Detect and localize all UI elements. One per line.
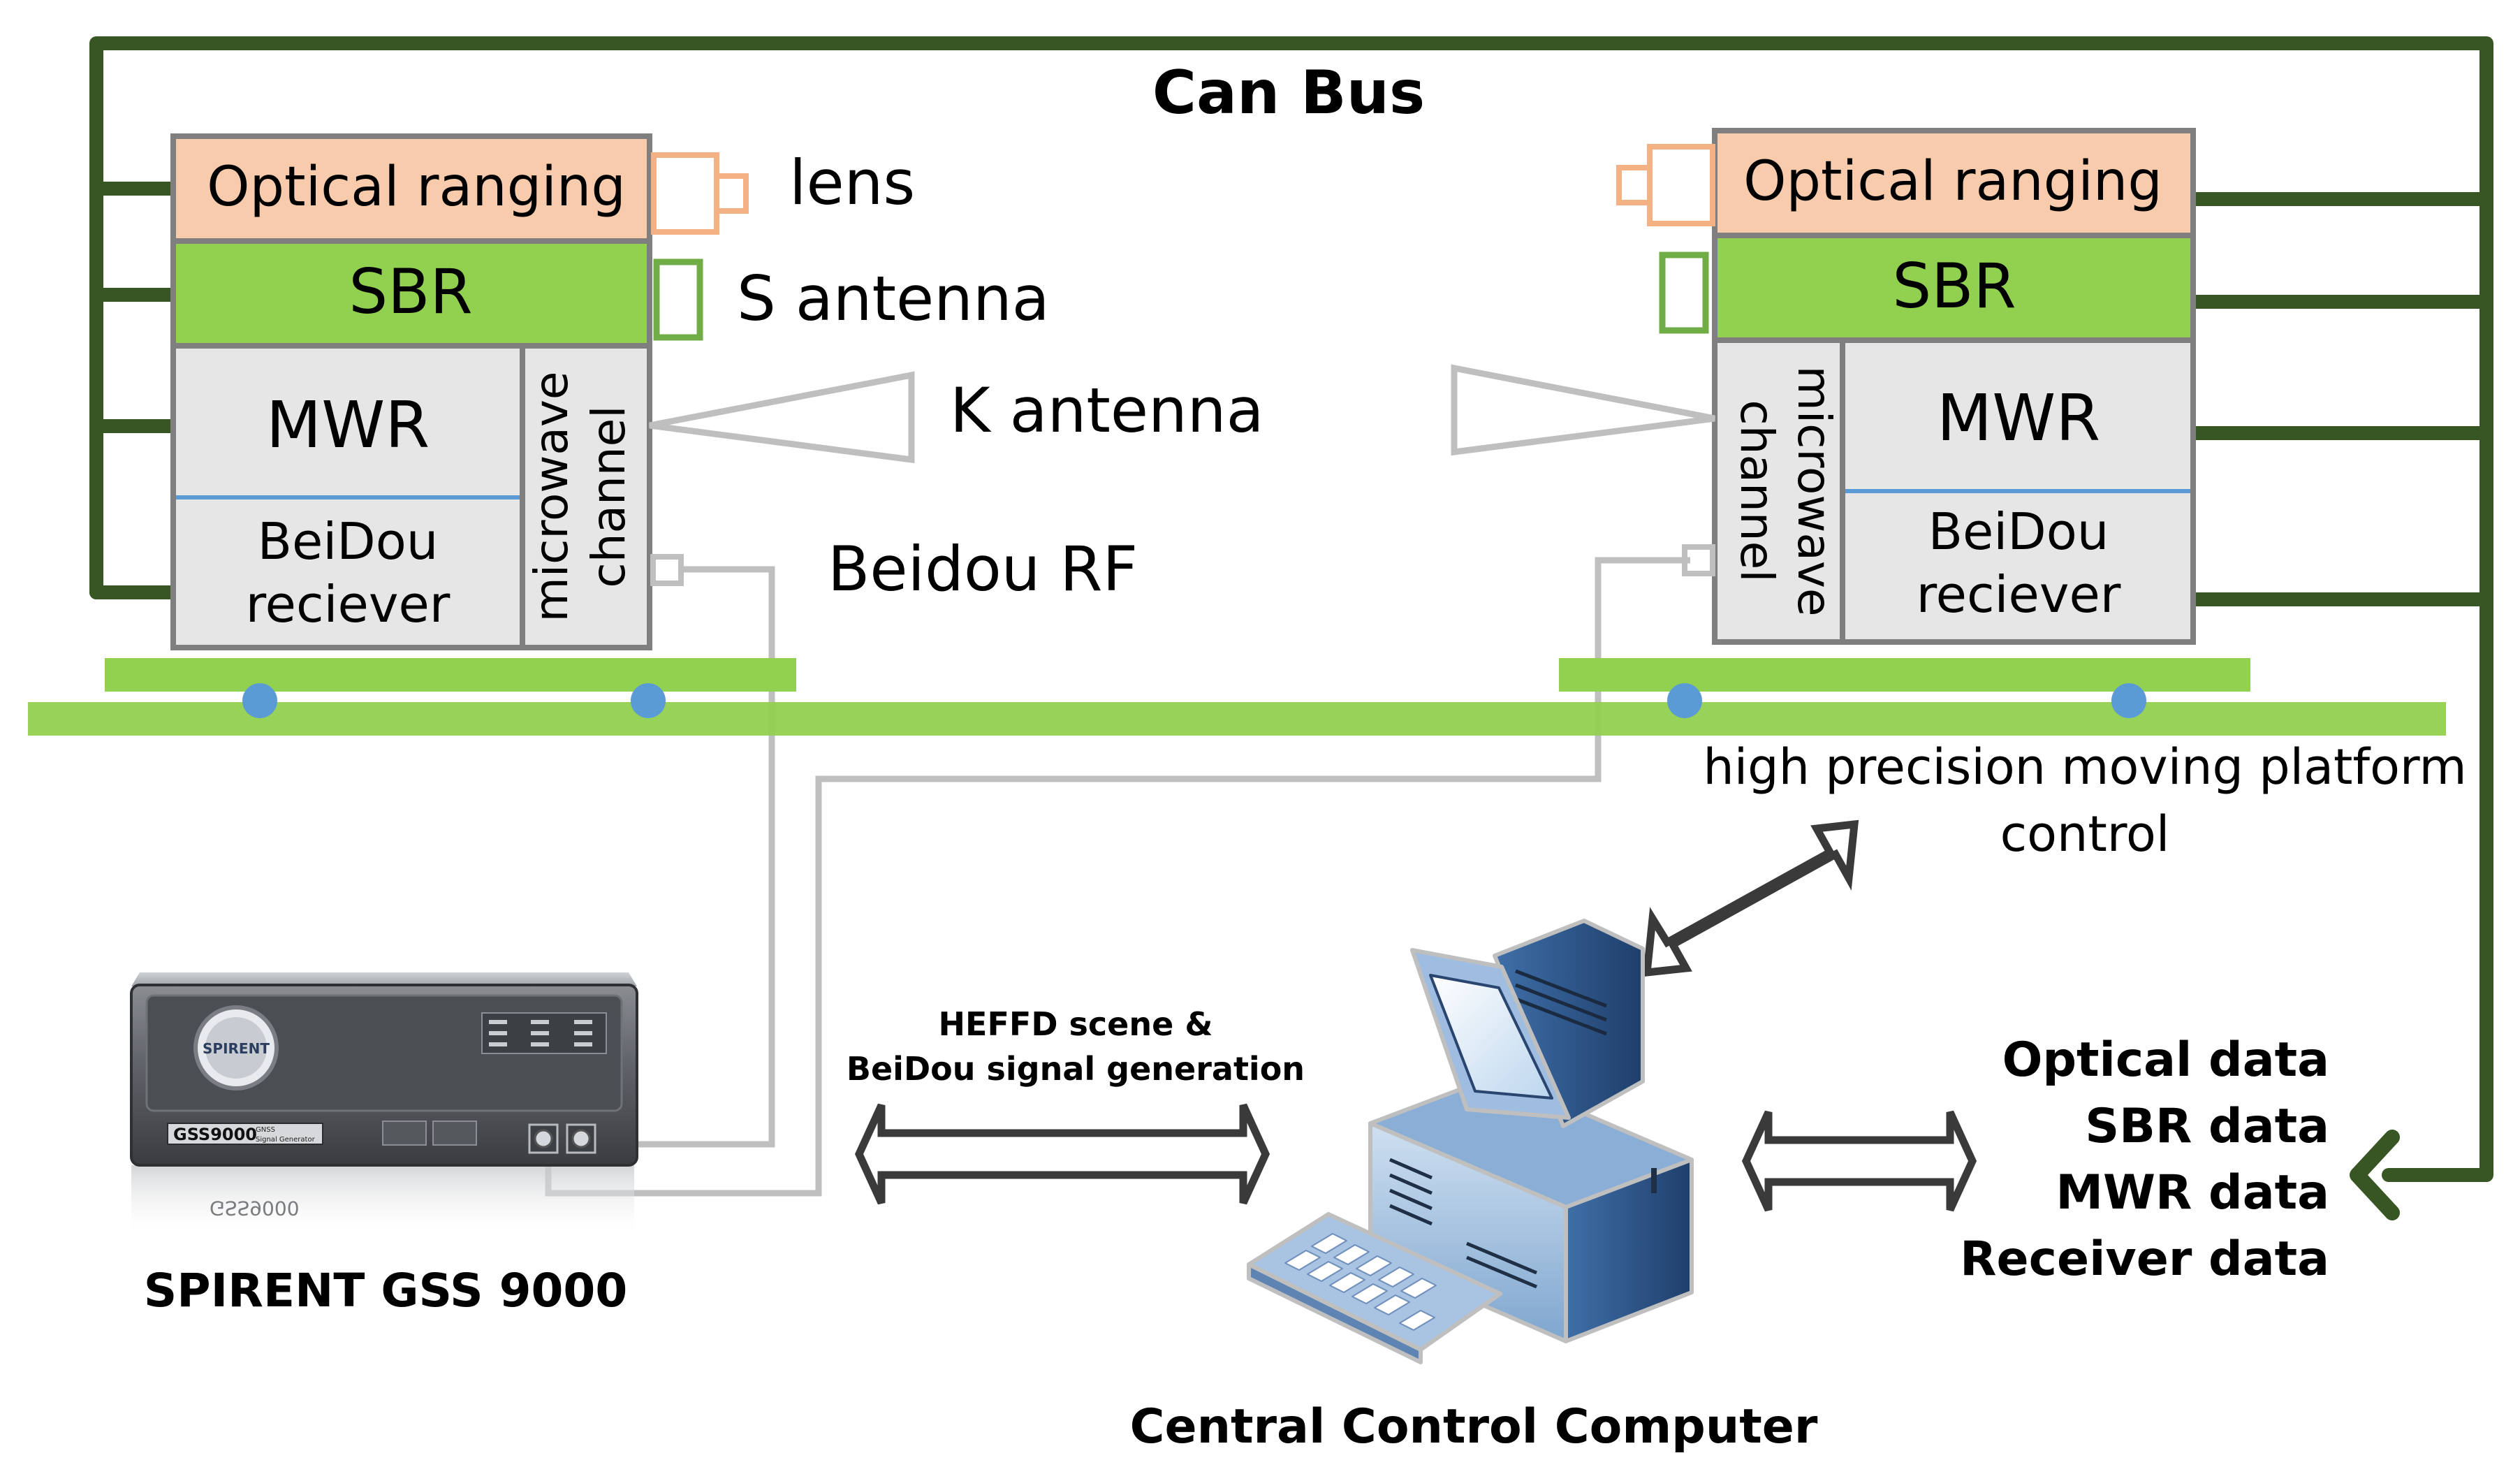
device-model-badge xyxy=(167,1123,323,1145)
right-test-unit: Optical ranging SBR microwave channel MW… xyxy=(1451,128,2196,645)
data-list-item: SBR data xyxy=(2085,1099,2329,1154)
platform-left-carriage xyxy=(105,658,796,692)
left-optical-label: Optical ranging xyxy=(207,156,626,219)
mount-dot xyxy=(2111,683,2146,718)
left-channel-label-line1: microwave xyxy=(525,371,578,622)
heffd-label-line1: HEFFD scene & xyxy=(939,1005,1213,1043)
heffd-label-line2: BeiDou signal generation xyxy=(847,1050,1305,1088)
right-rf-port-icon xyxy=(1682,544,1715,576)
mount-dot xyxy=(631,683,666,718)
right-optical-label: Optical ranging xyxy=(1743,150,2162,213)
heffd-double-arrow-icon xyxy=(854,1103,1270,1205)
right-k-antenna-horn-icon xyxy=(1451,364,1715,456)
right-sbr-label: SBR xyxy=(1892,250,2016,322)
right-s-antenna-icon xyxy=(1659,251,1709,334)
left-optical-block xyxy=(170,133,652,244)
right-optical-block xyxy=(1712,128,2196,238)
right-beidou-label-line1: BeiDou xyxy=(1928,502,2109,561)
left-s-antenna-icon xyxy=(653,258,703,341)
right-beidou-label-line2: reciever xyxy=(1917,565,2121,624)
can-bus-arrowhead-icon xyxy=(2350,1130,2400,1220)
s-antenna-label: S antenna xyxy=(737,263,1050,335)
can-bus xyxy=(89,36,2493,1220)
platform-rail xyxy=(28,702,2446,736)
mount-dot xyxy=(1667,683,1702,718)
device-model-text: GSS9000 xyxy=(173,1125,257,1144)
signal-generator-icon: GSS9000 SPIRENT GSS9000 GNSS Signal Gene… xyxy=(130,972,638,1239)
left-rf-port-icon xyxy=(650,554,684,586)
left-beidou-label-line1: BeiDou xyxy=(258,512,439,571)
platform-double-arrow-icon xyxy=(1642,819,1859,977)
left-sbr-label: SBR xyxy=(349,256,472,328)
device-logo-text: SPIRENT xyxy=(203,1040,270,1057)
platform-control-label-line1: high precision moving platform xyxy=(1703,738,2466,796)
right-sbr-block xyxy=(1712,233,2196,343)
device-reflection xyxy=(131,1165,634,1239)
data-list: Optical data SBR data MWR data Receiver … xyxy=(1960,1032,2329,1287)
lens-label: lens xyxy=(789,147,915,219)
k-antenna-label: K antenna xyxy=(950,374,1264,446)
left-microwave-channel-block xyxy=(520,343,652,650)
data-double-arrow-icon xyxy=(1741,1110,1977,1212)
device-model-sub2: Signal Generator xyxy=(256,1136,316,1144)
right-mwr-label: MWR xyxy=(1937,381,2100,455)
left-lens-icon xyxy=(651,152,749,235)
left-test-unit: Optical ranging SBR MWR BeiDou reciever … xyxy=(170,133,915,650)
central-computer-label: Central Control Computer xyxy=(1130,1399,1818,1454)
can-bus-left-trunk xyxy=(89,36,2493,1182)
computer-icon xyxy=(1247,919,1694,1364)
moving-platform xyxy=(28,658,2446,736)
data-list-item: Optical data xyxy=(2002,1032,2329,1088)
computer-monitor-screen xyxy=(1429,974,1553,1100)
rf-cable-left xyxy=(580,566,775,1148)
spirent-label: SPIRENT GSS 9000 xyxy=(144,1264,628,1318)
mount-dot xyxy=(242,683,277,718)
left-sbr-block xyxy=(170,238,652,349)
right-channel-label-line2: channel xyxy=(1730,400,1784,582)
device-top xyxy=(131,972,637,986)
device-reflection-text: GSS9000 xyxy=(210,1197,300,1220)
left-channel-label-line2: channel xyxy=(582,405,636,588)
double-arrows xyxy=(854,819,1977,1212)
platform-control-label-line2: control xyxy=(2000,805,2170,863)
data-list-item: Receiver data xyxy=(1960,1232,2329,1287)
device-model-sub1: GNSS xyxy=(256,1126,275,1134)
computer-tower-side xyxy=(1564,1158,1694,1343)
platform-right-carriage xyxy=(1559,658,2250,692)
right-microwave-channel-block xyxy=(1712,337,1845,645)
left-mwr-label: MWR xyxy=(266,388,430,462)
right-lens-icon xyxy=(1616,144,1715,226)
right-channel-label-line1: microwave xyxy=(1787,365,1841,616)
can-bus-label: Can Bus xyxy=(1152,58,1425,128)
data-list-item: MWR data xyxy=(2056,1165,2329,1220)
beidou-rf-label: Beidou RF xyxy=(828,533,1138,605)
left-beidou-label-line2: reciever xyxy=(246,575,450,634)
left-k-antenna-horn-icon xyxy=(649,371,915,464)
